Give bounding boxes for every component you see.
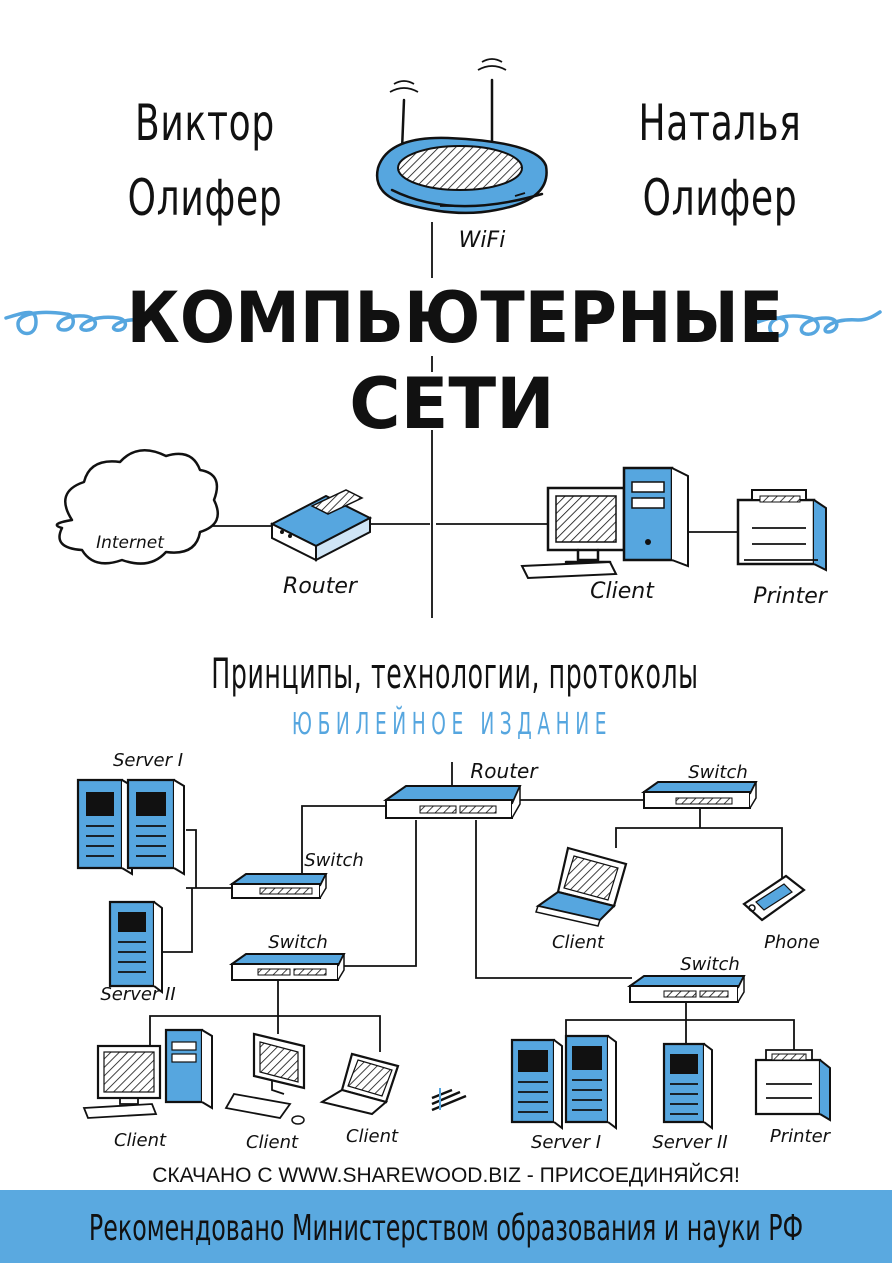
subtitle: Принципы, технологии, протоколы xyxy=(211,650,698,699)
switch-left-1-label: Switch xyxy=(304,850,364,871)
wifi-label: WiFi xyxy=(459,228,506,253)
router-top-label: Router xyxy=(283,574,359,599)
author-right-last: Олифер xyxy=(643,170,798,227)
server-2-icon xyxy=(108,900,163,994)
network-links xyxy=(149,799,795,1052)
server-2-bottom-label: Server II xyxy=(652,1132,727,1153)
internet-cloud-icon xyxy=(55,449,219,565)
switch-bottom-right-label: Switch xyxy=(680,954,740,975)
download-watermark: СКАЧАНО С WWW.SHAREWOOD.BIZ - ПРИСОЕДИНЯ… xyxy=(152,1163,740,1187)
client-top-label: Client xyxy=(590,579,655,604)
author-left-last: Олифер xyxy=(128,170,283,227)
router-icon xyxy=(269,489,373,562)
switch-top-right-label: Switch xyxy=(688,762,748,783)
client-c-laptop-icon xyxy=(319,1052,400,1116)
server-2-bottom-icon xyxy=(662,1042,713,1130)
switch-top-right-icon xyxy=(640,781,758,809)
title-line-1: КОМПЬЮТЕРНЫЕ xyxy=(127,277,784,359)
client-b-computer-icon xyxy=(224,1032,306,1125)
printer-bottom-icon xyxy=(754,1049,831,1122)
switch-left-2-label: Switch xyxy=(268,932,328,953)
switch-left-1-icon xyxy=(228,873,328,899)
server-1-bottom-icon xyxy=(510,1034,617,1130)
publisher-logo-icon xyxy=(431,1088,467,1112)
phone-icon xyxy=(742,874,806,922)
phone-label: Phone xyxy=(764,932,820,953)
switch-bottom-right-icon xyxy=(626,975,746,1003)
left-loop-decoration xyxy=(4,310,144,336)
router-bottom-icon xyxy=(382,785,522,819)
client-computer-icon xyxy=(520,466,689,580)
internet-label: Internet xyxy=(96,533,165,553)
switch-left-2-icon xyxy=(228,953,346,981)
server-1-bottom-label: Server I xyxy=(531,1132,601,1153)
footer-recommendation: Рекомендовано Министерством образования … xyxy=(89,1208,803,1249)
client-b-label: Client xyxy=(246,1132,299,1153)
wifi-router-icon xyxy=(375,58,548,215)
router-bottom-label: Router xyxy=(470,759,539,783)
server-1-icon xyxy=(76,778,185,876)
server-2-left-label: Server II xyxy=(100,984,175,1005)
client-a-computer-icon xyxy=(82,1028,213,1119)
client-c-label: Client xyxy=(346,1126,399,1147)
client-laptop-label: Client xyxy=(552,932,605,953)
author-right-first: Наталья xyxy=(638,95,801,152)
client-a-label: Client xyxy=(114,1130,167,1151)
server-1-top-label: Server I xyxy=(113,750,183,771)
author-left-first: Виктор xyxy=(135,95,275,152)
footer-band xyxy=(0,1190,892,1263)
right-loop-decoration xyxy=(756,310,882,338)
laptop-client-icon xyxy=(535,846,628,927)
edition-label: ЮБИЛЕЙНОЕ ИЗДАНИЕ xyxy=(292,706,612,741)
printer-top-label: Printer xyxy=(753,584,829,609)
printer-icon xyxy=(736,489,827,572)
title-line-2: СЕТИ xyxy=(349,363,555,445)
printer-bottom-label: Printer xyxy=(770,1126,832,1147)
